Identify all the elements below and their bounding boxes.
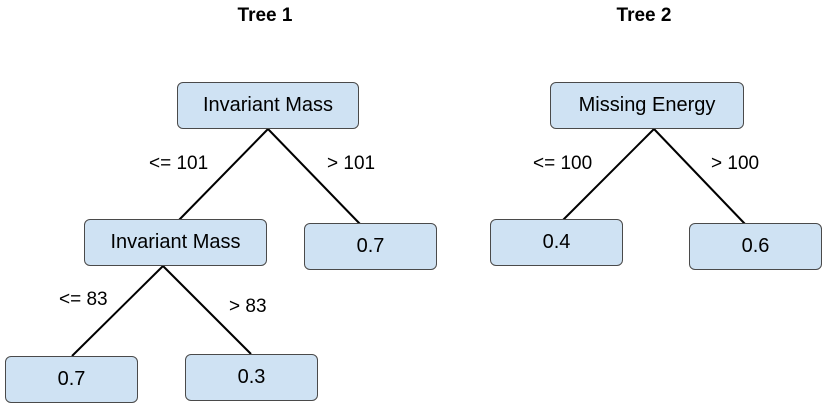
edge-tree1-inner-to-leaf-left	[71, 265, 164, 357]
edge-tree1-root-to-leaf-right	[267, 128, 361, 225]
tree1-title: Tree 1	[237, 5, 293, 26]
tree1-root-right-condition: > 101	[327, 153, 376, 174]
tree1-root-node: Invariant Mass	[177, 82, 359, 129]
tree2-root-node: Missing Energy	[550, 82, 744, 129]
tree2-root-left-condition: <= 100	[533, 153, 593, 174]
tree1-inner-left-condition: <= 83	[59, 289, 108, 310]
tree2-leaf-right: 0.6	[689, 223, 822, 270]
tree1-leaf-inner-left: 0.7	[5, 356, 138, 403]
edge-tree1-root-to-inner	[178, 128, 269, 221]
tree2-root-right-condition: > 100	[711, 153, 760, 174]
edge-tree2-root-to-leaf-right	[653, 128, 746, 225]
tree2-title: Tree 2	[616, 5, 672, 26]
tree2-leaf-left: 0.4	[490, 219, 623, 266]
tree1-inner-node: Invariant Mass	[84, 219, 267, 266]
edge-tree1-inner-to-leaf-right	[162, 265, 252, 355]
tree1-leaf-inner-right: 0.3	[185, 354, 318, 401]
tree1-root-left-condition: <= 101	[149, 153, 209, 174]
tree1-leaf-right: 0.7	[304, 223, 437, 270]
tree1-inner-right-condition: > 83	[229, 296, 267, 317]
edge-tree2-root-to-leaf-left	[562, 128, 655, 221]
